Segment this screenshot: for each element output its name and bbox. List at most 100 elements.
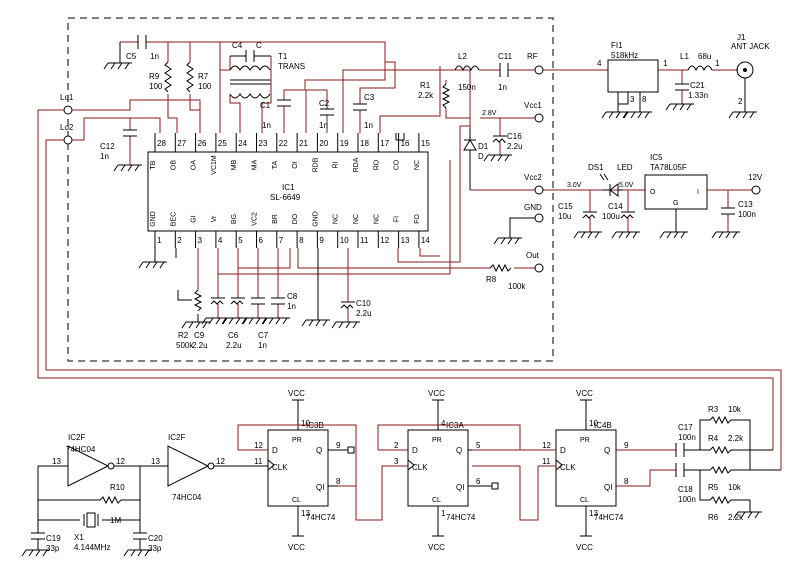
flipflop-part: 74HC74	[446, 513, 476, 522]
vcc-label: VCC	[576, 543, 593, 552]
ff-d-pin: 12	[254, 441, 263, 450]
ff-qn-pin: 8	[336, 477, 341, 486]
ic2f-a-in: 13	[52, 457, 61, 466]
ff-q-pin: 9	[336, 441, 341, 450]
c16-ref: C16	[507, 132, 522, 141]
ff-pr-pin: 10	[301, 419, 310, 428]
lo-ports: Lo1 Lo2	[37, 93, 782, 470]
ic1-pin-num: 23	[259, 139, 268, 148]
ic1-pin-num: 11	[360, 236, 369, 245]
ic1-bottom-pins: 1GND2BEC3GI4Vr5BG6VC27BR8DO9GND10NC11NC1…	[150, 211, 430, 248]
ic1-pin-num: 28	[157, 139, 166, 148]
r4-ref: R4	[708, 434, 719, 443]
v12-port[interactable]	[751, 185, 761, 195]
c8-val: 1n	[287, 302, 296, 311]
vcc2-port[interactable]	[534, 185, 544, 195]
r3-val: 10k	[728, 405, 742, 414]
ic1-pin-name: CO	[394, 159, 401, 170]
ant-jack-pin	[743, 68, 747, 72]
flipflop-part: 74HC74	[594, 513, 624, 522]
ic1-body	[147, 151, 429, 232]
ff-q-pin: 5	[476, 441, 481, 450]
ic1-pin-name: TA	[272, 160, 279, 169]
ic1-pin-name: Vr	[211, 215, 218, 222]
r6-val: 2.2k	[728, 513, 744, 522]
ff-cl-pin: 13	[301, 509, 310, 518]
c21-val: 1.33n	[688, 91, 708, 100]
ic1-pin-num: 16	[401, 139, 410, 148]
ff-cl-label: CL	[432, 497, 441, 504]
rf-port[interactable]	[534, 65, 544, 75]
ds1-val: LED	[617, 163, 633, 172]
ff-qn-pin: 6	[476, 477, 481, 486]
ic5-pin-g: G	[673, 200, 678, 207]
c3-val: 1n	[364, 121, 373, 130]
out-label: Out	[526, 251, 540, 260]
ic1-pin-num: 19	[340, 139, 349, 148]
ic1-pin-name: BG	[231, 214, 238, 224]
top-left-section: C5 1n R9 100 R7 100 C4 C T1 TRANS	[103, 35, 385, 133]
ic1-pin-num: 12	[380, 236, 389, 245]
gnd-port[interactable]	[534, 213, 544, 223]
c18-val: 100n	[678, 495, 696, 504]
j1-pin-2: 2	[738, 97, 743, 106]
x1-val: 4.144MHz	[74, 543, 110, 552]
ff-clk-label: CLK	[560, 463, 576, 472]
ic5-pin-o: O	[650, 189, 656, 196]
v28-label: 2.8V	[482, 110, 497, 117]
ic1-pin-name: VC1M	[211, 155, 218, 175]
fi1-filter: FI1 518kHz 1 3 8	[601, 41, 688, 119]
c14-val: 100u	[602, 212, 620, 221]
ff-qn-label: QI	[456, 483, 464, 492]
nc-marker	[491, 482, 499, 490]
ic1-pin-num: 26	[198, 139, 207, 148]
ic1-pin-num: 4	[218, 236, 223, 245]
ff-d-pin: 12	[542, 441, 551, 450]
ic1-pin-num: 10	[340, 236, 349, 245]
r5-val: 10k	[728, 483, 742, 492]
ff-pr-pin: 4	[441, 419, 446, 428]
ic1-pin-name: FO	[414, 214, 421, 224]
l1-ref: L1	[680, 52, 689, 61]
ic1-part: SL-6649	[270, 193, 301, 202]
ic2f-a-part: 74HC04	[66, 445, 96, 454]
c12-ref: C12	[100, 142, 115, 151]
c7-val: 1n	[258, 341, 267, 350]
ic2f-b-part: 74HC04	[172, 493, 202, 502]
out-port[interactable]	[534, 263, 544, 273]
nc-marker	[347, 446, 355, 454]
ff-clk-pin: 3	[394, 457, 399, 466]
lo1-port[interactable]	[63, 105, 73, 115]
ff-q-label: Q	[604, 446, 610, 455]
c15-val: 10u	[558, 212, 571, 221]
ic2f-a-out: 12	[116, 457, 125, 466]
ic1-top-pins: 28TB27OB26OA25VC1M24MB23MA22TA21OI20RDB1…	[150, 133, 430, 175]
c21-ref: C21	[690, 81, 705, 90]
l2-val: 150n	[458, 83, 476, 92]
ff-qn-label: QI	[316, 483, 324, 492]
ic1-pin-name: GND	[150, 211, 157, 227]
ic2f-b-in: 13	[151, 457, 160, 466]
c9-val: 2.2u	[192, 341, 208, 350]
lo2-port[interactable]	[63, 135, 73, 145]
r8-ref: R8	[486, 275, 497, 284]
ic1-pin-name: OI	[292, 161, 299, 168]
ic1-pin-num: 25	[218, 139, 227, 148]
vcc1-port[interactable]	[534, 113, 544, 123]
r1-val: 2.2k	[418, 91, 434, 100]
v12-label: 12V	[748, 173, 763, 182]
caps-c1-c3: C1 1n C2 1n C3 1n	[260, 42, 471, 141]
ic1-pin-name: BR	[272, 214, 279, 224]
r1-ref: R1	[420, 81, 431, 90]
ic1-pin-name: NC	[414, 160, 421, 170]
c4-ref: C4	[232, 41, 243, 50]
fi1-pin-8: 8	[642, 95, 647, 104]
c18-ref: C18	[678, 485, 693, 494]
j1-val: ANT JACK	[731, 42, 770, 51]
flipflop-section: IC3B74HC74DCLKQQIPRCL1211981013VCCVCCIC3…	[252, 389, 632, 552]
t1-val: TRANS	[278, 62, 305, 71]
oscillator-section: IC2F 74HC04 13 12 R10 1M X1 4.144MHz C19…	[21, 433, 268, 557]
rf-label: RF	[527, 52, 538, 61]
r6-ref: R6	[708, 513, 719, 522]
